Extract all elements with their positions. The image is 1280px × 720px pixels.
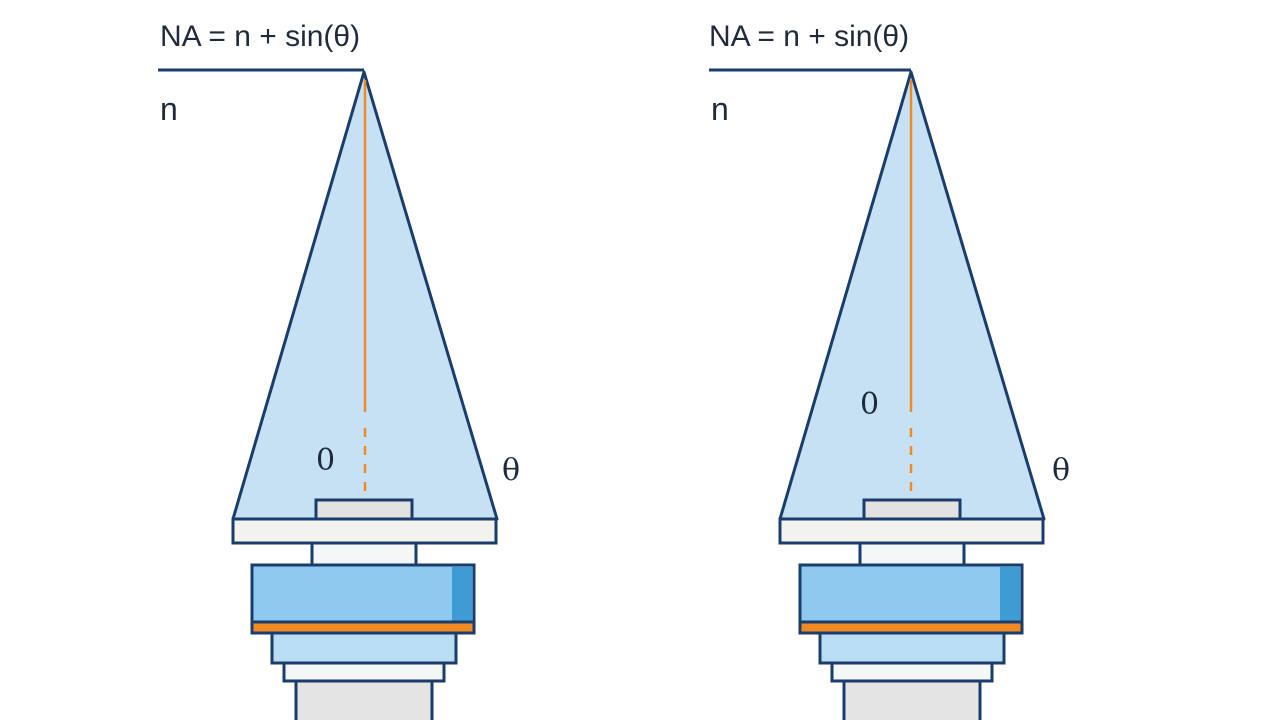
objective-housing-side	[452, 567, 472, 621]
half-angle-label: θ	[502, 453, 520, 488]
objective-housing	[250, 563, 476, 625]
objective-barrel	[270, 631, 458, 665]
objective-collar	[282, 661, 446, 683]
objective-collar	[830, 661, 994, 683]
formula-label: NA = n + sin(θ)	[709, 20, 909, 53]
objective-neck	[858, 541, 966, 567]
stage-plate	[778, 517, 1045, 545]
objective-color-ring	[798, 620, 1024, 635]
half-angle-label: θ	[1052, 453, 1070, 488]
formula-label: NA = n + sin(θ)	[160, 20, 360, 53]
stage-plate	[231, 517, 498, 545]
objective-base	[842, 679, 982, 720]
objective-color-ring	[250, 620, 476, 635]
objective-base	[294, 679, 434, 720]
panel-right: NA = n + sin(θ) n 0 θ	[709, 20, 1070, 720]
medium-label: n	[711, 91, 729, 127]
sample-slide	[314, 498, 414, 521]
objective-barrel	[818, 631, 1006, 665]
panel-left: NA = n + sin(θ) n 0 θ	[158, 20, 520, 720]
sample-slide	[862, 498, 962, 521]
inner-angle-label: 0	[316, 443, 335, 478]
medium-label: n	[160, 91, 178, 127]
objective-housing-side	[1000, 567, 1020, 621]
objective-housing	[798, 563, 1024, 625]
objective-neck	[310, 541, 418, 567]
inner-angle-label: 0	[860, 387, 879, 422]
